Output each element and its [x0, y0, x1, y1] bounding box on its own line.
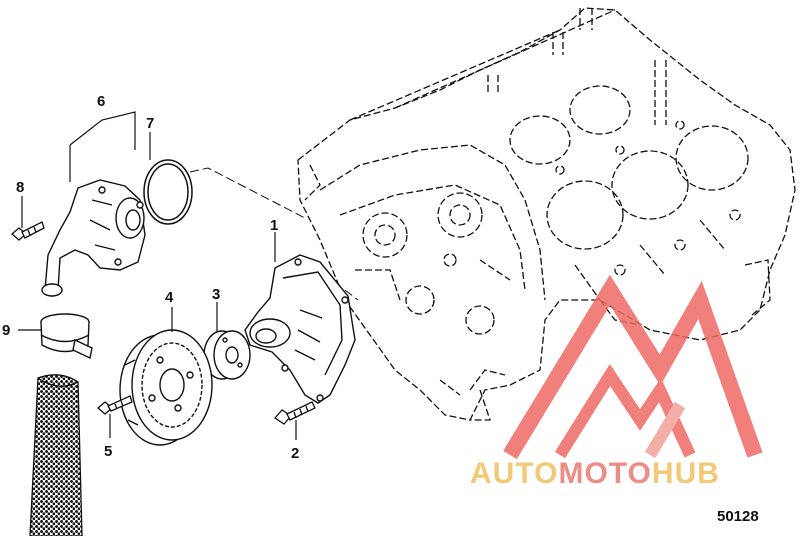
callout-leaders	[18, 111, 297, 440]
part-8-housing-bolt	[11, 221, 45, 241]
part-7-gasket-ring	[143, 159, 193, 225]
watermark-word-hub: HUB	[652, 457, 720, 490]
watermark-wordmark: AUTOMOTOHUB	[470, 457, 720, 490]
alignment-leader-lines	[189, 167, 359, 301]
watermark-word-auto: AUTO	[470, 457, 558, 490]
callout-7: 7	[146, 115, 154, 132]
callout-8: 8	[16, 179, 24, 196]
engine-block	[297, 7, 796, 421]
part-1-water-pump-housing	[244, 254, 356, 404]
callout-9: 9	[2, 322, 10, 339]
figure-number: 50128	[717, 508, 759, 525]
part-9-hose-clamp	[40, 313, 93, 360]
automotohub-watermark: AUTOMOTOHUB	[470, 274, 763, 490]
callout-2: 2	[291, 445, 299, 462]
callout-4: 4	[165, 289, 174, 306]
callout-6: 6	[97, 93, 105, 110]
callout-labels: 1 2 3 4 5 6 7 8 9	[2, 93, 299, 462]
coolant-hose	[29, 374, 83, 536]
part-4-pulley	[119, 329, 213, 446]
part-6-thermostat-housing	[41, 179, 146, 297]
callout-5: 5	[104, 443, 112, 460]
callout-3: 3	[212, 286, 220, 303]
callout-1: 1	[270, 217, 278, 234]
watermark-triangle-emblem	[503, 274, 763, 460]
part-5-pulley-bolt	[97, 395, 133, 415]
watermark-word-moto: MOTO	[558, 457, 651, 490]
part-2-pump-bolt	[274, 401, 316, 425]
part-3-pump-hub	[203, 330, 251, 380]
